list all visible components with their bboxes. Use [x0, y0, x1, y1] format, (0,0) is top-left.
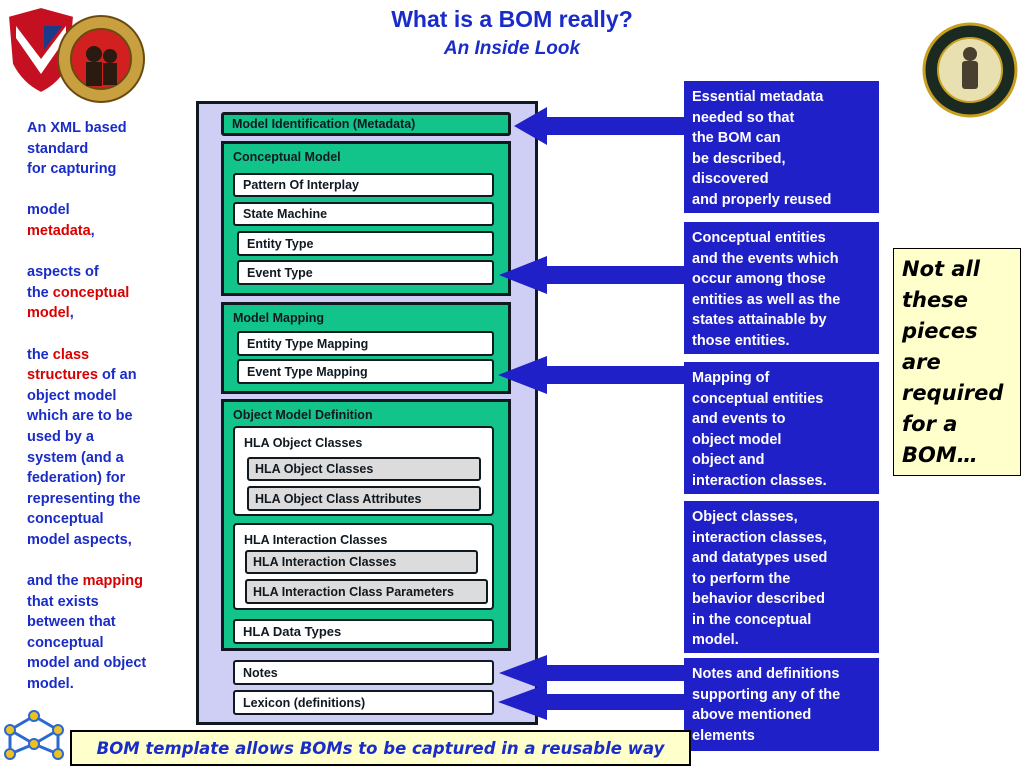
highlight-metadata: metadata — [27, 222, 91, 239]
conceptual-description-box: Conceptual entities and the events which… — [684, 222, 879, 354]
text-line: model aspects, — [27, 531, 132, 548]
left-description: An XML based standard for capturing mode… — [27, 118, 177, 695]
text-line: federation) for — [27, 470, 126, 487]
slide-title: What is a BOM really? — [391, 6, 633, 32]
text-line: conceptual — [27, 511, 104, 528]
text-line: and the mapping — [27, 573, 144, 590]
object-model-description-box: Object classes, interaction classes, and… — [684, 501, 879, 653]
text-line: system (and a — [27, 449, 124, 466]
group-label: Conceptual Model — [233, 150, 341, 164]
container-label: HLA Object Classes — [244, 436, 363, 450]
simulation-seal-logo — [922, 22, 1018, 118]
text-line: conceptual — [27, 634, 104, 651]
highlight-model: model — [27, 305, 70, 322]
highlight-class: class — [52, 346, 90, 363]
hla-data-types-box: HLA Data Types — [233, 619, 494, 644]
metadata-description-box: Essential metadata needed so that the BO… — [684, 81, 879, 213]
arrow-left-icon — [498, 356, 684, 394]
army-shield-logo — [6, 5, 76, 95]
entity-type-mapping-box: Entity Type Mapping — [237, 331, 494, 356]
text-line: representing the — [27, 490, 141, 507]
container-label: HLA Interaction Classes — [244, 533, 388, 547]
text-line: the class — [27, 346, 90, 363]
model-identification-box: Model Identification (Metadata) — [221, 112, 511, 136]
arrow-left-icon — [499, 655, 684, 691]
hla-interaction-class-parameters-box: HLA Interaction Class Parameters — [245, 579, 488, 604]
group-label: Model Mapping — [233, 311, 324, 325]
slide-subtitle: An Inside Look — [443, 38, 581, 59]
arrow-left-icon — [498, 684, 684, 720]
text-line: for capturing — [27, 161, 117, 178]
event-type-box: Event Type — [237, 260, 494, 285]
text-line: between that — [27, 614, 116, 631]
arrow-left-icon — [514, 107, 684, 145]
highlight-mapping: mapping — [82, 573, 144, 590]
bottom-banner: BOM template allows BOMs to be captured … — [70, 730, 691, 766]
lexicon-box: Lexicon (definitions) — [233, 690, 494, 715]
text-line: model and object — [27, 655, 147, 672]
text-line: that exists — [27, 593, 99, 610]
hla-object-class-attributes-box: HLA Object Class Attributes — [247, 486, 481, 511]
text-line: the conceptual — [27, 284, 130, 301]
text-line: used by a — [27, 428, 94, 445]
hla-interaction-classes-box: HLA Interaction Classes — [245, 550, 478, 574]
text-line: model — [27, 202, 70, 219]
highlight-structures: structures — [27, 367, 98, 384]
arrow-left-icon — [499, 256, 684, 294]
pattern-of-interplay-box: Pattern Of Interplay — [233, 173, 494, 197]
group-label: Object Model Definition — [233, 408, 373, 422]
text-line: object model — [27, 387, 117, 404]
text-line: aspects of — [27, 264, 99, 281]
text-line: structures of an — [27, 367, 137, 384]
text-line: model, — [27, 305, 74, 322]
notes-box: Notes — [233, 660, 494, 685]
text-line: An XML based — [27, 120, 127, 136]
notes-description-box: Notes and definitions supporting any of … — [684, 658, 879, 751]
text-line: standard — [27, 140, 89, 157]
not-all-required-note: Not all these pieces are required for a … — [893, 248, 1021, 476]
mapping-description-box: Mapping of conceptual entities and event… — [684, 362, 879, 494]
highlight-conceptual: conceptual — [52, 284, 130, 301]
entity-type-box: Entity Type — [237, 231, 494, 256]
state-machine-box: State Machine — [233, 202, 494, 226]
text-line: model. — [27, 676, 74, 693]
bom-network-logo — [4, 710, 64, 760]
command-seal-logo — [57, 15, 145, 103]
event-type-mapping-box: Event Type Mapping — [237, 359, 494, 384]
text-line: which are to be — [27, 408, 133, 425]
text-line: metadata, — [27, 222, 95, 239]
hla-object-classes-box: HLA Object Classes — [247, 457, 481, 481]
